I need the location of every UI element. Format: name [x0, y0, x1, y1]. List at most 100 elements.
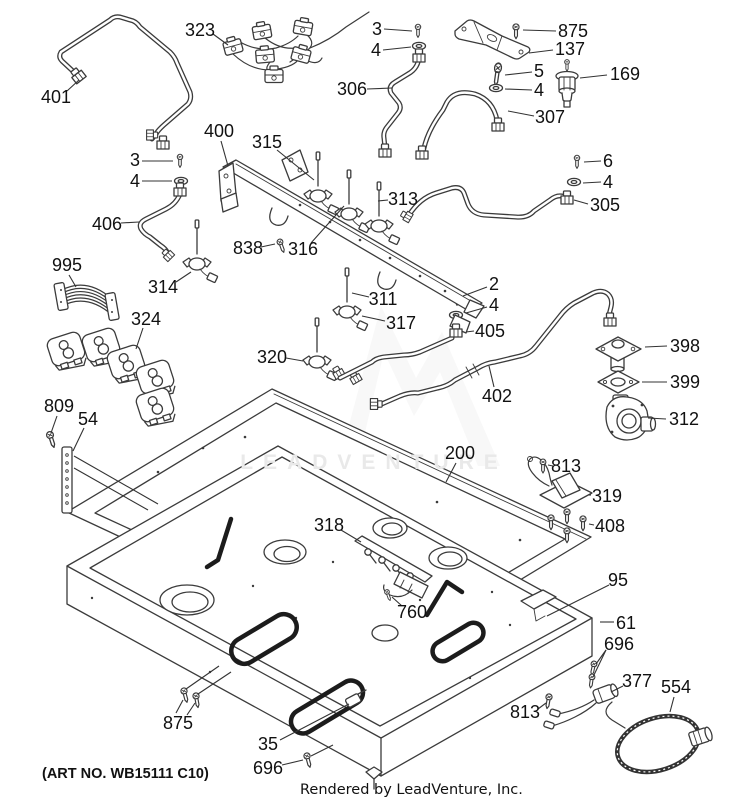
- callout-95: 95: [608, 570, 628, 590]
- watermark-flame-icon: [338, 306, 500, 466]
- leader-line-307: [507, 110, 535, 117]
- leader-line-323: [212, 33, 229, 46]
- leader-line-169: [579, 74, 608, 79]
- leader-line-324: [135, 327, 144, 350]
- callout-377: 377: [622, 671, 652, 691]
- art-number: (ART NO. WB15111 C10): [42, 766, 209, 782]
- leader-line-54: [72, 427, 85, 452]
- part-screw-875-top: [512, 23, 520, 40]
- callout-406: 406: [92, 214, 122, 234]
- callout-2: 2: [489, 274, 499, 294]
- part-tube-305: [398, 188, 574, 224]
- leader-line-813: [537, 702, 547, 710]
- leader-line-875: [185, 665, 220, 690]
- part-cable-554: [605, 701, 713, 775]
- part-pan-61: [66, 445, 593, 777]
- leader-line-4: [504, 88, 533, 91]
- part-ribbon-995: [53, 281, 120, 321]
- part-tube-402: [369, 291, 617, 410]
- callout-4: 4: [603, 172, 613, 192]
- leader-line-95: [546, 584, 610, 617]
- callout-4: 4: [534, 80, 544, 100]
- callout-5: 5: [534, 61, 544, 81]
- leader-line-311: [351, 292, 370, 298]
- leader-line-316: [310, 205, 345, 244]
- part-valve-320: [302, 317, 363, 386]
- callout-4: 4: [371, 40, 381, 60]
- callout-875: 875: [558, 21, 588, 41]
- callout-61: 61: [616, 613, 636, 633]
- burner-gasket: [288, 678, 366, 736]
- callout-402: 402: [482, 386, 512, 406]
- leader-line-320: [285, 357, 304, 362]
- leader-line-406: [120, 221, 140, 224]
- callout-312: 312: [669, 409, 699, 429]
- leader-line-838: [260, 243, 276, 248]
- leader-line-312: [647, 417, 667, 420]
- leader-line-35: [279, 703, 350, 741]
- leader-line-696: [592, 649, 607, 678]
- leader-line-3: [383, 28, 413, 32]
- callout-405: 405: [475, 321, 505, 341]
- callout-3: 3: [372, 19, 382, 39]
- leader-line-875: [522, 29, 557, 32]
- part-sensor-377: [543, 683, 619, 730]
- leader-line-313: [377, 199, 389, 202]
- leader-line-405: [465, 330, 475, 333]
- callout-3: 3: [130, 150, 140, 170]
- burner-gasket: [430, 620, 486, 664]
- leader-line-760: [391, 596, 403, 607]
- leader-line-200: [445, 462, 457, 483]
- leader-line-305: [573, 199, 589, 205]
- leader-line-408: [588, 523, 595, 526]
- part-screws-696-top: [587, 660, 598, 689]
- leader-line-402: [488, 365, 495, 388]
- leader-line-137: [528, 49, 554, 54]
- watermark-text: LEADVENTURE: [240, 451, 508, 474]
- burner-gasket: [424, 579, 465, 618]
- part-tube-306: [378, 48, 426, 158]
- leader-line-696: [310, 744, 334, 757]
- callout-319: 319: [592, 486, 622, 506]
- leader-line-4: [382, 46, 412, 51]
- callout-54: 54: [78, 409, 98, 429]
- leader-line-400: [220, 140, 229, 167]
- part-tube-401: [60, 17, 191, 150]
- part-bracket-137: [454, 19, 531, 60]
- part-washer-4-mid: [488, 83, 504, 93]
- part-igniter-rail-318: [354, 535, 433, 602]
- part-screw-813-bottom: [543, 692, 554, 710]
- part-screw-3-left: [176, 153, 184, 168]
- callout-4: 4: [489, 295, 499, 315]
- callout-318: 318: [314, 515, 344, 535]
- callout-316: 316: [288, 239, 318, 259]
- callout-399: 399: [670, 372, 700, 392]
- callout-314: 314: [148, 277, 178, 297]
- callout-995: 995: [52, 255, 82, 275]
- leader-line-6: [583, 160, 602, 163]
- burner-gasket: [204, 516, 234, 570]
- callout-809: 809: [44, 396, 74, 416]
- leader-line-554: [669, 696, 675, 713]
- part-screw-813-top: [539, 458, 547, 474]
- part-flange-398: [595, 336, 642, 373]
- callout-838: 838: [233, 238, 263, 258]
- part-screw-809: [45, 430, 58, 450]
- callout-696: 696: [604, 634, 634, 654]
- leader-line-2: [462, 286, 488, 297]
- callout-554: 554: [661, 677, 691, 697]
- callout-401: 401: [41, 87, 71, 107]
- leader-line-875: [186, 702, 196, 716]
- part-igniter-169: [555, 59, 579, 108]
- part-bolt-5: [491, 61, 503, 88]
- callout-306: 306: [337, 79, 367, 99]
- leader-line-306: [366, 87, 393, 90]
- burner-gasket: [229, 611, 299, 667]
- callout-408: 408: [595, 516, 625, 536]
- callout-315: 315: [252, 132, 282, 152]
- part-screws-875-bottom: [179, 686, 202, 709]
- part-screw-3-top: [414, 23, 422, 38]
- leader-line-314: [175, 271, 192, 283]
